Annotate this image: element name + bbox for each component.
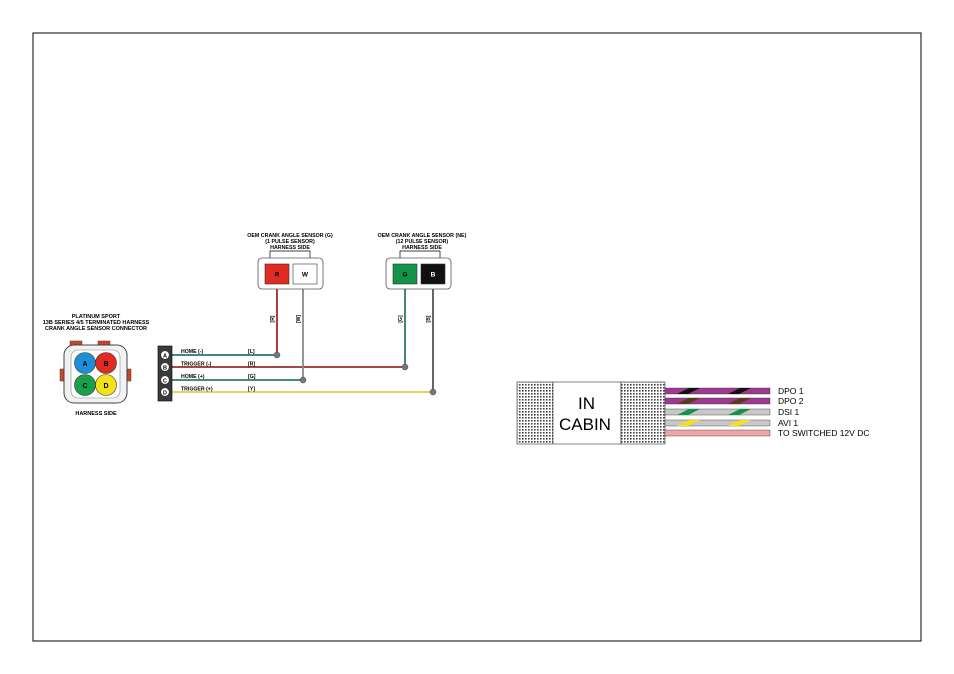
signal-home-neg-label: HOME (-) (181, 349, 203, 355)
junction-trigger-neg (401, 363, 409, 371)
cabin-wire-12v: TO SWITCHED 12V DC (664, 428, 869, 438)
junction-home-pos (299, 376, 307, 384)
sensor-g: OEM CRANK ANGLE SENSOR (G) (1 PULSE SENS… (247, 233, 333, 323)
harness-pin-a-label: A (82, 361, 87, 368)
signal-trigger-pos-label: TRIGGER (+) (181, 387, 213, 393)
junction-home-neg (273, 351, 281, 359)
cabin-wire-avi1-stripe-2 (728, 420, 751, 426)
sensor-ne-wire-g-code: [G] (398, 315, 404, 323)
in-cabin-label-line1: IN (578, 394, 595, 413)
junction-trigger-pos (429, 388, 437, 396)
cabin-wire-dsi1: DSI 1 (664, 407, 800, 417)
cabin-wire-dpo1-stripe-2 (728, 388, 751, 394)
cabin-wire-dpo2-label: DPO 2 (778, 396, 804, 406)
harness-title-line2: 13B SERIES 4/5 TERMINATED HARNESS (43, 320, 150, 326)
harness-side-label: HARNESS SIDE (75, 411, 117, 417)
harness-pin-d (95, 374, 117, 396)
harness-pin-b-label: B (103, 361, 108, 368)
cabin-wire-dpo2: DPO 2 (664, 396, 804, 406)
cabin-wire-dpo1-base (664, 387, 771, 395)
sensor-g-title-line2: (1 PULSE SENSOR) (265, 239, 315, 245)
cabin-wire-dpo1-label: DPO 1 (778, 386, 804, 396)
in-cabin-mesh-left (516, 381, 554, 445)
cabin-wire-dpo2-stripe-2 (728, 398, 751, 404)
signal-home-pos-label: HOME (+) (181, 374, 205, 380)
cabin-wire-dpo1-stripe-1 (677, 388, 700, 394)
sensor-wires (172, 289, 437, 396)
sensor-g-pin-w-label: W (302, 272, 309, 279)
in-cabin-label-box (552, 381, 622, 445)
terminal-block-body (157, 345, 173, 402)
sensor-ne-title-line1: OEM CRANK ANGLE SENSOR (NE) (378, 233, 467, 239)
cabin-wire-dsi1-stripe-2 (728, 409, 751, 415)
terminal-pin-d: D (163, 391, 167, 397)
sensor-ne: OEM CRANK ANGLE SENSOR (NE) (12 PULSE SE… (378, 233, 467, 323)
sensor-ne-wire-b-code: [B] (426, 315, 432, 322)
terminal-block: A B C D HOME (-) TRIGGER (-) HOME (+) TR… (157, 345, 256, 402)
signal-trigger-neg-label: TRIGGER (-) (181, 362, 212, 368)
terminal-pin-b: B (163, 366, 167, 372)
sensor-ne-pin-g-label: G (402, 272, 407, 279)
signal-trigger-pos-code: [Y] (248, 387, 255, 393)
sensor-g-pin-w (292, 263, 318, 285)
cabin-wire-avi1-stripe-1 (677, 420, 700, 426)
harness-connector: PLATINUM SPORT 13B SERIES 4/5 TERMINATED… (43, 314, 150, 417)
in-cabin-label-line2: CABIN (559, 415, 611, 434)
in-cabin-section: IN CABIN DPO 1 DPO 2 DSI 1 AVI 1 (516, 381, 869, 445)
sensor-ne-title-line2: (12 PULSE SENSOR) (396, 239, 449, 245)
sensor-g-pin-r (264, 263, 290, 285)
cabin-wire-dsi1-label: DSI 1 (778, 407, 800, 417)
terminal-pin-c: C (163, 379, 167, 385)
sensor-g-wire-r-code: [R] (270, 315, 276, 322)
cabin-wire-avi1-label: AVI 1 (778, 418, 798, 428)
sensor-g-title-line3: HARNESS SIDE (270, 245, 310, 251)
sensor-ne-pin-g (392, 263, 418, 285)
terminal-pin-a: A (163, 354, 167, 360)
cabin-wire-dsi1-base (664, 408, 771, 416)
harness-pin-b (95, 352, 117, 374)
cabin-wire-avi1-base (664, 419, 771, 427)
page-border (32, 32, 922, 642)
cabin-wire-12v-base (664, 429, 771, 437)
cabin-wire-avi1: AVI 1 (664, 418, 798, 428)
sensor-ne-title-line3: HARNESS SIDE (402, 245, 442, 251)
in-cabin-mesh-right (620, 381, 666, 445)
harness-title-line3: CRANK ANGLE SENSOR CONNECTOR (45, 326, 147, 332)
signal-home-pos-code: [G] (248, 374, 256, 380)
cabin-wire-dpo2-base (664, 397, 771, 405)
sensor-ne-pin-b-label: B (431, 272, 436, 279)
harness-pin-d-label: D (103, 383, 108, 390)
signal-home-neg-code: [L] (248, 349, 255, 355)
harness-title-line1: PLATINUM SPORT (72, 314, 121, 320)
sensor-g-title-line1: OEM CRANK ANGLE SENSOR (G) (247, 233, 333, 239)
cabin-wire-12v-label: TO SWITCHED 12V DC (778, 428, 869, 438)
sensor-g-wire-w-code: [W] (296, 315, 302, 323)
sensor-g-pin-r-label: R (275, 272, 280, 279)
cabin-wire-dpo1: DPO 1 (664, 386, 804, 396)
harness-pin-c-label: C (82, 383, 87, 390)
cabin-wire-dsi1-stripe-1 (677, 409, 700, 415)
signal-trigger-neg-code: [R] (248, 362, 255, 368)
sensor-ne-pin-b (420, 263, 446, 285)
cabin-wire-dpo2-stripe-1 (677, 398, 700, 404)
